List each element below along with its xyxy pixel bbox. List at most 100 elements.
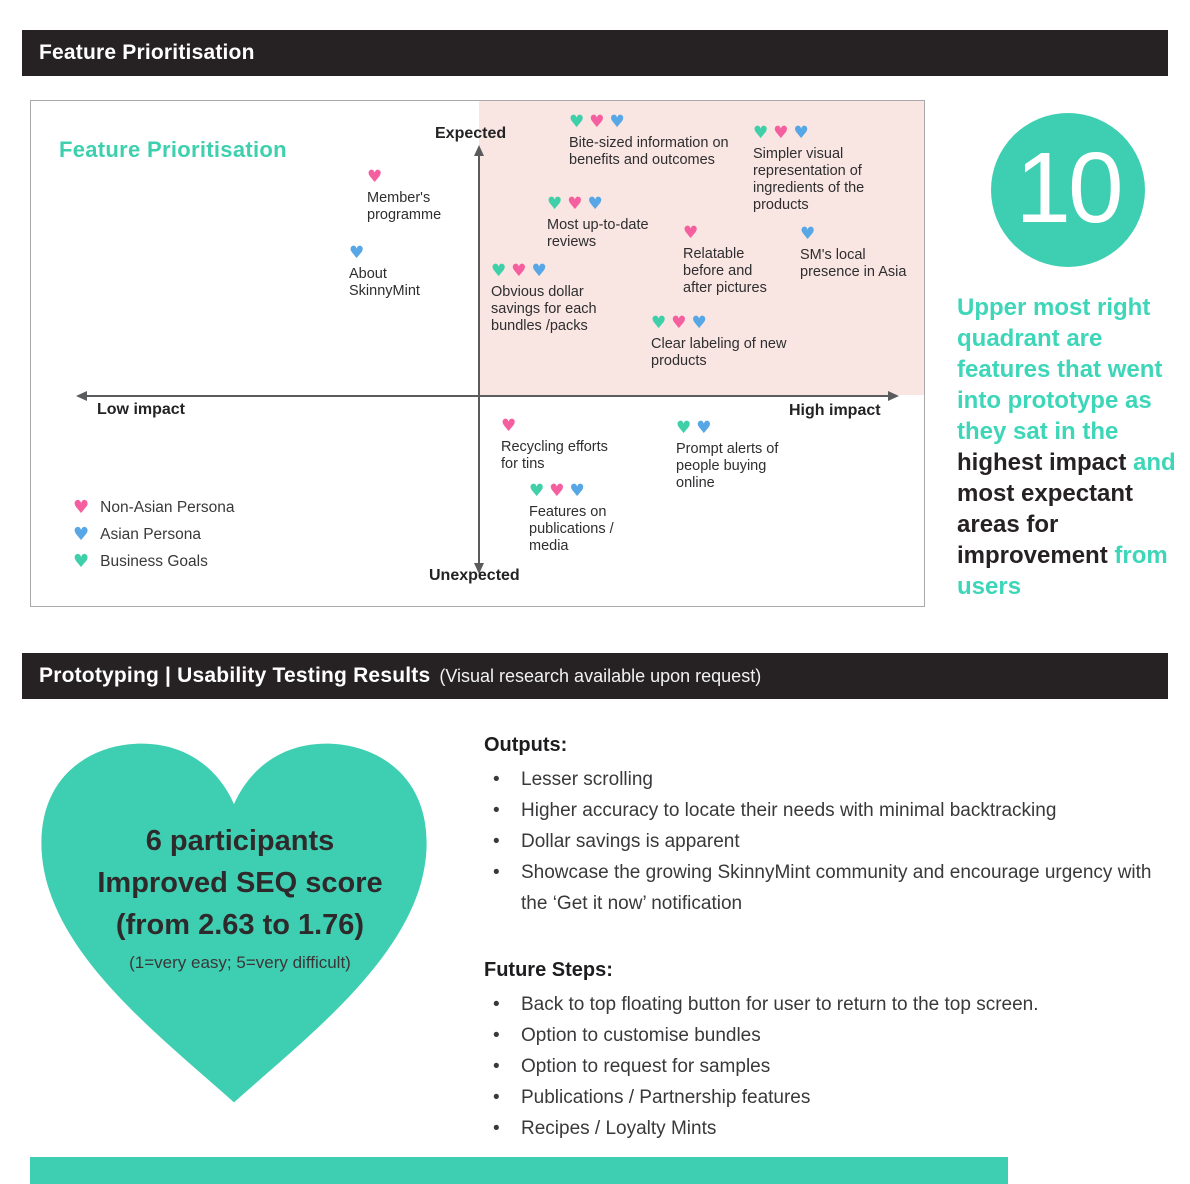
teal-heart-icon: ♥	[529, 481, 545, 501]
callout-run: most expectant areas for improvement	[957, 480, 1134, 569]
legend-label: Non-Asian Persona	[100, 498, 235, 516]
point-label: Recycling efforts for tins	[501, 439, 608, 473]
future-steps-list: Back to top floating button for user to …	[484, 989, 1156, 1144]
axis-label-expected: Expected	[435, 125, 507, 142]
chart-point: ♥♥♥Clear labeling of new products	[651, 315, 809, 370]
point-label: Features on publications / media	[529, 504, 614, 555]
teal-heart-icon: ♥	[651, 313, 667, 333]
chart-point: ♥ SM's local presence in Asia	[800, 226, 922, 281]
legend-item: ♥ Business Goals	[73, 548, 235, 575]
pink-heart-icon: ♥	[589, 112, 605, 132]
blue-heart-icon: ♥	[349, 243, 365, 263]
point-hearts: ♥♥♥	[547, 196, 673, 213]
vertical-axis	[474, 145, 484, 574]
seq-scale-note: (1=very easy; 5=very difficult)	[129, 953, 351, 972]
axis-label-high-impact: High impact	[789, 402, 881, 419]
point-hearts: ♥	[683, 225, 779, 242]
blue-heart-icon: ♥	[531, 261, 547, 281]
chart-point: ♥ Relatable before and after pictures	[683, 225, 779, 297]
point-label: Most up-to-date reviews	[547, 217, 649, 251]
axis-label-unexpected: Unexpected	[429, 567, 520, 584]
section-subtitle: (Visual research available upon request)	[439, 665, 762, 686]
point-label: Simpler visual representation of ingredi…	[753, 146, 865, 214]
bullet-item: Option to customise bundles	[484, 1020, 1156, 1051]
teal-heart-icon: ♥	[676, 418, 692, 438]
section-title: Feature Prioritisation	[39, 41, 255, 64]
highlighted-quadrant	[479, 101, 924, 395]
chart-point: ♥ Recycling efforts for tins	[501, 418, 613, 473]
callout-run: and	[1133, 449, 1176, 476]
point-label: Relatable before and after pictures	[683, 246, 767, 297]
chart-point: ♥♥ Prompt alerts of people buying online	[676, 420, 804, 492]
point-hearts: ♥♥	[676, 420, 804, 437]
feature-prioritisation-chart: Feature Prioritisation Expected Unexpect…	[30, 100, 925, 607]
bullet-item: Option to request for samples	[484, 1051, 1156, 1082]
point-hearts: ♥	[367, 169, 479, 186]
blue-heart-icon: ♥	[800, 224, 816, 244]
count-badge: 10	[991, 113, 1145, 267]
chart-point: ♥♥♥ Bite-sized information on benefits an…	[569, 114, 737, 169]
callout-run: Upper most right quadrant are features t…	[957, 294, 1163, 445]
testing-results-column: Outputs: Lesser scrollingHigher accuracy…	[484, 734, 1156, 1144]
section-header-prototyping: Prototyping | Usability Testing Results …	[22, 653, 1168, 699]
horizontal-axis	[76, 391, 899, 401]
section-header-feature-prioritisation: Feature Prioritisation	[22, 30, 1168, 76]
pink-heart-icon: ♥	[511, 261, 527, 281]
blue-heart-icon: ♥	[609, 112, 625, 132]
chart-point: ♥♥♥Simpler visual representation of ingr…	[753, 125, 889, 214]
participants-line: 6 participants	[145, 825, 335, 857]
point-label: Member's programme	[367, 190, 442, 224]
next-section-strip	[30, 1157, 1008, 1184]
point-hearts: ♥♥♥	[651, 315, 809, 332]
point-hearts: ♥	[349, 245, 461, 262]
chart-point: ♥♥♥Features on publications / media	[529, 483, 645, 555]
point-label: About SkinnyMint	[349, 266, 420, 300]
blue-heart-icon: ♥	[73, 523, 90, 545]
bullet-item: Publications / Partnership features	[484, 1082, 1156, 1113]
point-label: Bite-sized information on benefits and o…	[569, 135, 729, 169]
chart-point: ♥ Member's programme	[367, 169, 479, 224]
point-label: Clear labeling of new products	[651, 336, 787, 370]
point-hearts: ♥	[501, 418, 613, 435]
pink-heart-icon: ♥	[501, 416, 517, 436]
point-hearts: ♥♥♥	[529, 483, 645, 500]
point-label: SM's local presence in Asia	[800, 247, 907, 281]
outputs-list: Lesser scrollingHigher accuracy to locat…	[484, 764, 1156, 919]
pink-heart-icon: ♥	[549, 481, 565, 501]
blue-heart-icon: ♥	[569, 481, 585, 501]
teal-heart-icon: ♥	[491, 261, 507, 281]
blue-heart-icon: ♥	[587, 194, 603, 214]
point-label: Prompt alerts of people buying online	[676, 441, 779, 492]
bullet-item: Dollar savings is apparent	[484, 826, 1156, 857]
seq-range-line: (from 2.63 to 1.76)	[115, 909, 365, 941]
teal-heart-icon: ♥	[73, 550, 90, 572]
chart-legend: ♥Non-Asian Persona♥Asian Persona♥Busines…	[73, 494, 235, 575]
pink-heart-icon: ♥	[567, 194, 583, 214]
callout-paragraph: Upper most right quadrant are features t…	[957, 292, 1185, 602]
teal-heart-icon: ♥	[753, 123, 769, 143]
pink-heart-icon: ♥	[367, 167, 383, 187]
bullet-item: Recipes / Loyalty Mints	[484, 1113, 1156, 1144]
seq-result: 6 participants Improved SEQ score (from …	[40, 820, 440, 973]
callout-run: highest impact	[957, 449, 1134, 476]
blue-heart-icon: ♥	[691, 313, 707, 333]
pink-heart-icon: ♥	[683, 223, 699, 243]
bullet-item: Back to top floating button for user to …	[484, 989, 1156, 1020]
point-hearts: ♥	[800, 226, 922, 243]
bullet-item: Higher accuracy to locate their needs wi…	[484, 795, 1156, 826]
seq-score-line: Improved SEQ score	[97, 867, 383, 899]
section-title: Prototyping | Usability Testing Results	[39, 664, 431, 687]
legend-item: ♥Non-Asian Persona	[73, 494, 235, 521]
blue-heart-icon: ♥	[696, 418, 712, 438]
point-hearts: ♥♥♥	[753, 125, 889, 142]
chart-point: ♥ About SkinnyMint	[349, 245, 461, 300]
chart-point: ♥♥♥Obvious dollar savings for each bundl…	[491, 263, 617, 335]
point-label: Obvious dollar savings for each bundles …	[491, 284, 597, 335]
legend-item: ♥Asian Persona	[73, 521, 235, 548]
pink-heart-icon: ♥	[671, 313, 687, 333]
blue-heart-icon: ♥	[793, 123, 809, 143]
axis-label-low-impact: Low impact	[97, 401, 186, 418]
legend-label: Business Goals	[100, 552, 208, 570]
point-hearts: ♥♥♥	[569, 114, 737, 131]
